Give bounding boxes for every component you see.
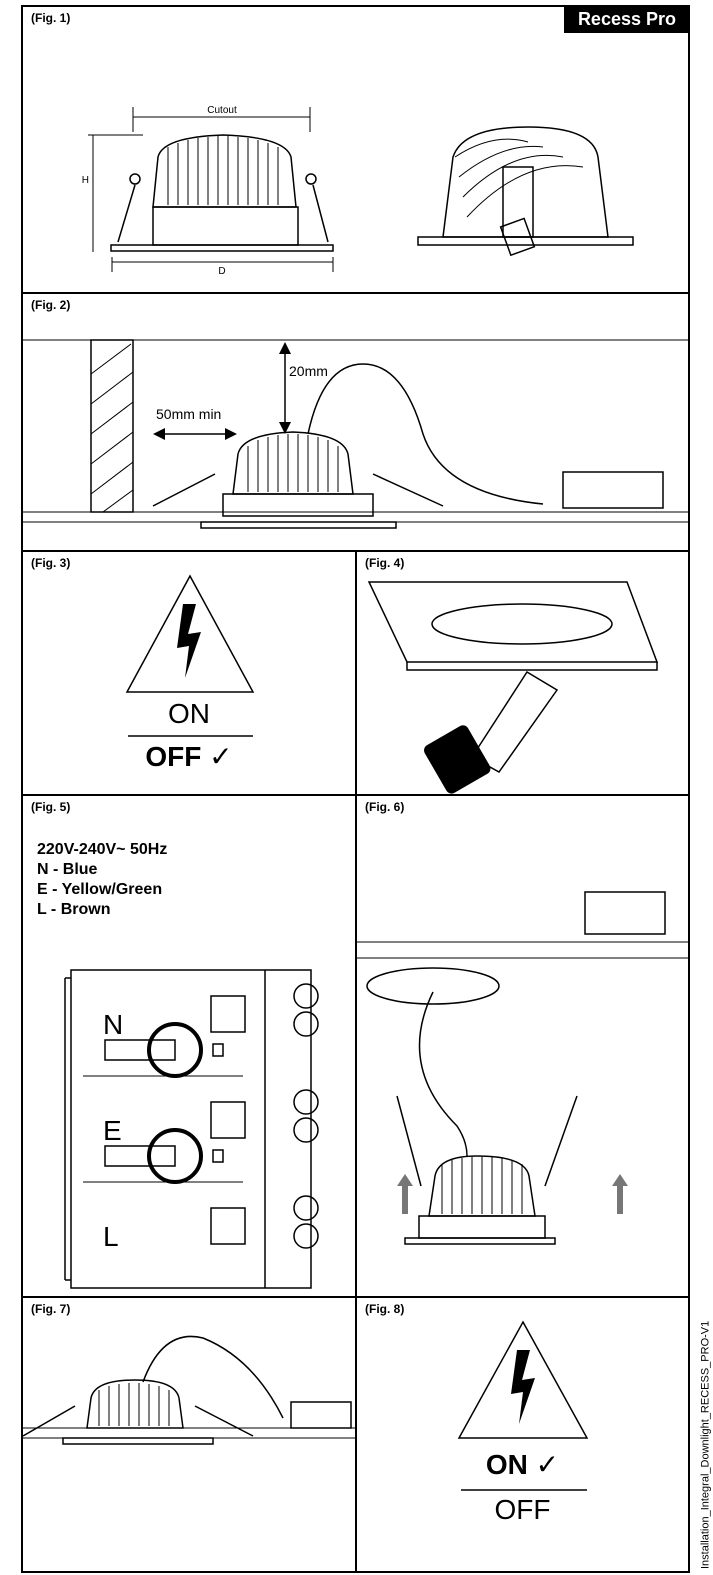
figure-label: (Fig. 2) [31, 298, 71, 312]
terminal-n: N [103, 1009, 123, 1040]
diameter-label: D [218, 266, 225, 277]
neutral-line: N - Blue [37, 861, 98, 878]
voltage-line: 220V-240V~ 50Hz [37, 841, 168, 858]
downlight-dimension-drawing: Cutout H D [82, 105, 634, 277]
insert-downlight-illustration [357, 891, 688, 1245]
terminal-e: E [103, 1115, 122, 1146]
figure-label: (Fig. 7) [31, 1302, 71, 1316]
figure-2-panel: (Fig. 2) [23, 293, 688, 551]
side-clearance-label: 50mm min [156, 406, 221, 422]
power-on-symbol [457, 1320, 589, 1491]
off-row: OFF ✓ [23, 740, 355, 773]
document-reference: Installation_Integral_Downlight_RECESS_P… [699, 1320, 711, 1569]
on-label: ON [168, 698, 210, 729]
power-off-symbol [125, 574, 255, 737]
figure-3-panel: (Fig. 3) ON OFF ✓ [23, 551, 356, 795]
on-label: ON [485, 1449, 528, 1480]
figure-label: (Fig. 6) [365, 800, 405, 814]
brand-title: Recess Pro [563, 7, 688, 33]
terminal-l: L [103, 1221, 119, 1252]
installed-downlight-illustration [23, 1335, 355, 1445]
check-icon: ✓ [535, 1449, 560, 1480]
cut-hole-illustration [367, 581, 659, 794]
wiring-text: 220V-240V~ 50Hz N - Blue E - Yellow/Gree… [37, 840, 167, 920]
figure-7-panel: (Fig. 7) [23, 1297, 356, 1573]
clearance-diagram: 20mm 50mm min [23, 339, 688, 529]
figure-label: (Fig. 1) [31, 11, 71, 25]
terminal-block-drawing: N E L [64, 969, 319, 1289]
height-label: H [82, 175, 89, 186]
figure-5-panel: (Fig. 5) 220V-240V~ 50Hz N - Blue E - Ye… [23, 795, 356, 1297]
instruction-sheet: (Fig. 1) Recess Pro [21, 5, 690, 1573]
figure-label: (Fig. 8) [365, 1302, 405, 1316]
off-label: OFF [145, 741, 202, 772]
figure-1-panel: (Fig. 1) Recess Pro [23, 7, 688, 293]
on-row: ON ✓ [357, 1448, 688, 1481]
figure-8-panel: (Fig. 8) ON ✓ OFF [356, 1297, 688, 1573]
off-label: OFF [494, 1494, 551, 1525]
check-icon: ✓ [209, 741, 233, 772]
cutout-label: Cutout [207, 105, 237, 116]
figure-label: (Fig. 5) [31, 800, 71, 814]
figure-4-panel: (Fig. 4) [356, 551, 688, 795]
earth-line: E - Yellow/Green [37, 881, 163, 898]
figure-6-panel: (Fig. 6) [356, 795, 688, 1297]
live-line: L - Brown [37, 901, 111, 918]
height-clearance-label: 20mm [289, 363, 328, 379]
figure-label: (Fig. 4) [365, 556, 405, 570]
figure-label: (Fig. 3) [31, 556, 71, 570]
